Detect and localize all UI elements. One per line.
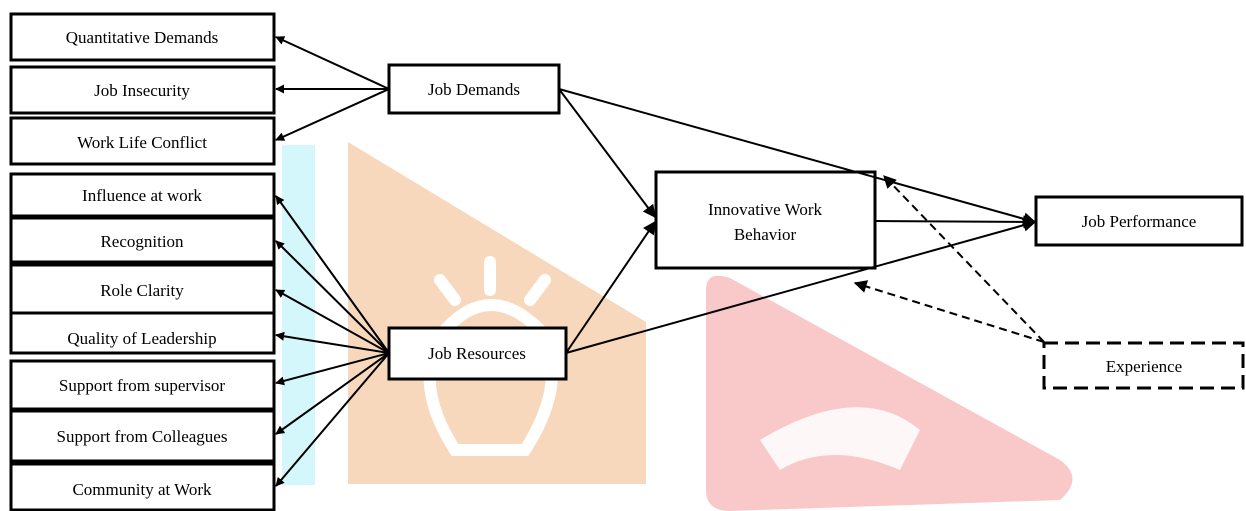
arrow-demands-to-worklife — [275, 88, 390, 141]
label-influence-at-work: Influence at work — [82, 186, 202, 205]
label-job-resources: Job Resources — [428, 344, 526, 363]
arrow-innovative-to-performance — [874, 215, 1037, 229]
box-quality-of-leadership — [9, 311, 276, 355]
box-experience — [1042, 341, 1245, 390]
box-job-insecurity — [9, 65, 276, 115]
label-innovative-work-behavior-line1: Innovative Work — [708, 200, 822, 219]
box-work-life-conflict — [9, 116, 276, 166]
main-variable-boxes — [387, 63, 1244, 381]
solid-arrows — [275, 36, 1037, 487]
label-community-at-work: Community at Work — [72, 480, 212, 499]
box-community-at-work — [9, 462, 276, 511]
label-support-from-supervisor: Support from supervisor — [59, 376, 226, 395]
label-job-insecurity: Job Insecurity — [94, 81, 190, 100]
arrow-demands-to-quantitative — [275, 36, 390, 90]
arrow-resources-to-community — [275, 352, 390, 487]
label-experience: Experience — [1106, 357, 1182, 376]
box-innovative-work-behavior — [654, 170, 877, 270]
label-quality-of-leadership: Quality of Leadership — [67, 329, 216, 348]
box-job-resources — [387, 326, 568, 381]
box-support-from-colleagues — [9, 409, 276, 463]
arrow-resources-to-leadership — [275, 331, 390, 354]
label-support-from-colleagues: Support from Colleagues — [57, 427, 228, 446]
arrow-demands-to-performance — [558, 88, 1037, 226]
arrow-resources-to-colleagues — [275, 352, 390, 435]
label-job-performance: Job Performance — [1082, 212, 1197, 231]
box-quantitative-demands — [9, 12, 276, 62]
box-job-performance — [1034, 195, 1244, 247]
box-influence-at-work — [9, 172, 276, 218]
labels: Quantitative Demands Job Insecurity Work… — [57, 28, 1197, 499]
label-role-clarity: Role Clarity — [100, 281, 184, 300]
arrow-resources-to-roleclarity — [275, 289, 390, 354]
book-icon — [760, 407, 920, 470]
box-support-from-supervisor — [9, 359, 276, 411]
arrow-resources-to-supervisor — [275, 352, 390, 386]
lightbulb-icon — [423, 256, 558, 456]
label-work-life-conflict: Work Life Conflict — [77, 133, 207, 152]
label-job-demands: Job Demands — [428, 80, 520, 99]
watermark-cyan-band — [282, 145, 315, 485]
left-variable-boxes — [9, 12, 276, 511]
label-innovative-work-behavior-line2: Behavior — [734, 225, 797, 244]
label-quantitative-demands: Quantitative Demands — [66, 28, 219, 47]
box-role-clarity — [9, 263, 276, 315]
arrow-resources-to-performance — [565, 218, 1037, 354]
arrow-resources-to-recognition — [275, 240, 390, 354]
label-recognition: Recognition — [100, 232, 184, 251]
watermark — [282, 142, 1073, 511]
arrow-resources-to-innovative — [565, 220, 656, 354]
box-recognition — [9, 216, 276, 264]
watermark-orange-shape — [348, 142, 646, 484]
arrow-resources-to-influence — [275, 195, 390, 354]
watermark-red-shape — [706, 275, 1073, 511]
arrow-experience-to-innovative — [853, 280, 1045, 343]
arrow-demands-to-innovative — [558, 88, 656, 219]
dashed-arrows — [853, 175, 1045, 343]
